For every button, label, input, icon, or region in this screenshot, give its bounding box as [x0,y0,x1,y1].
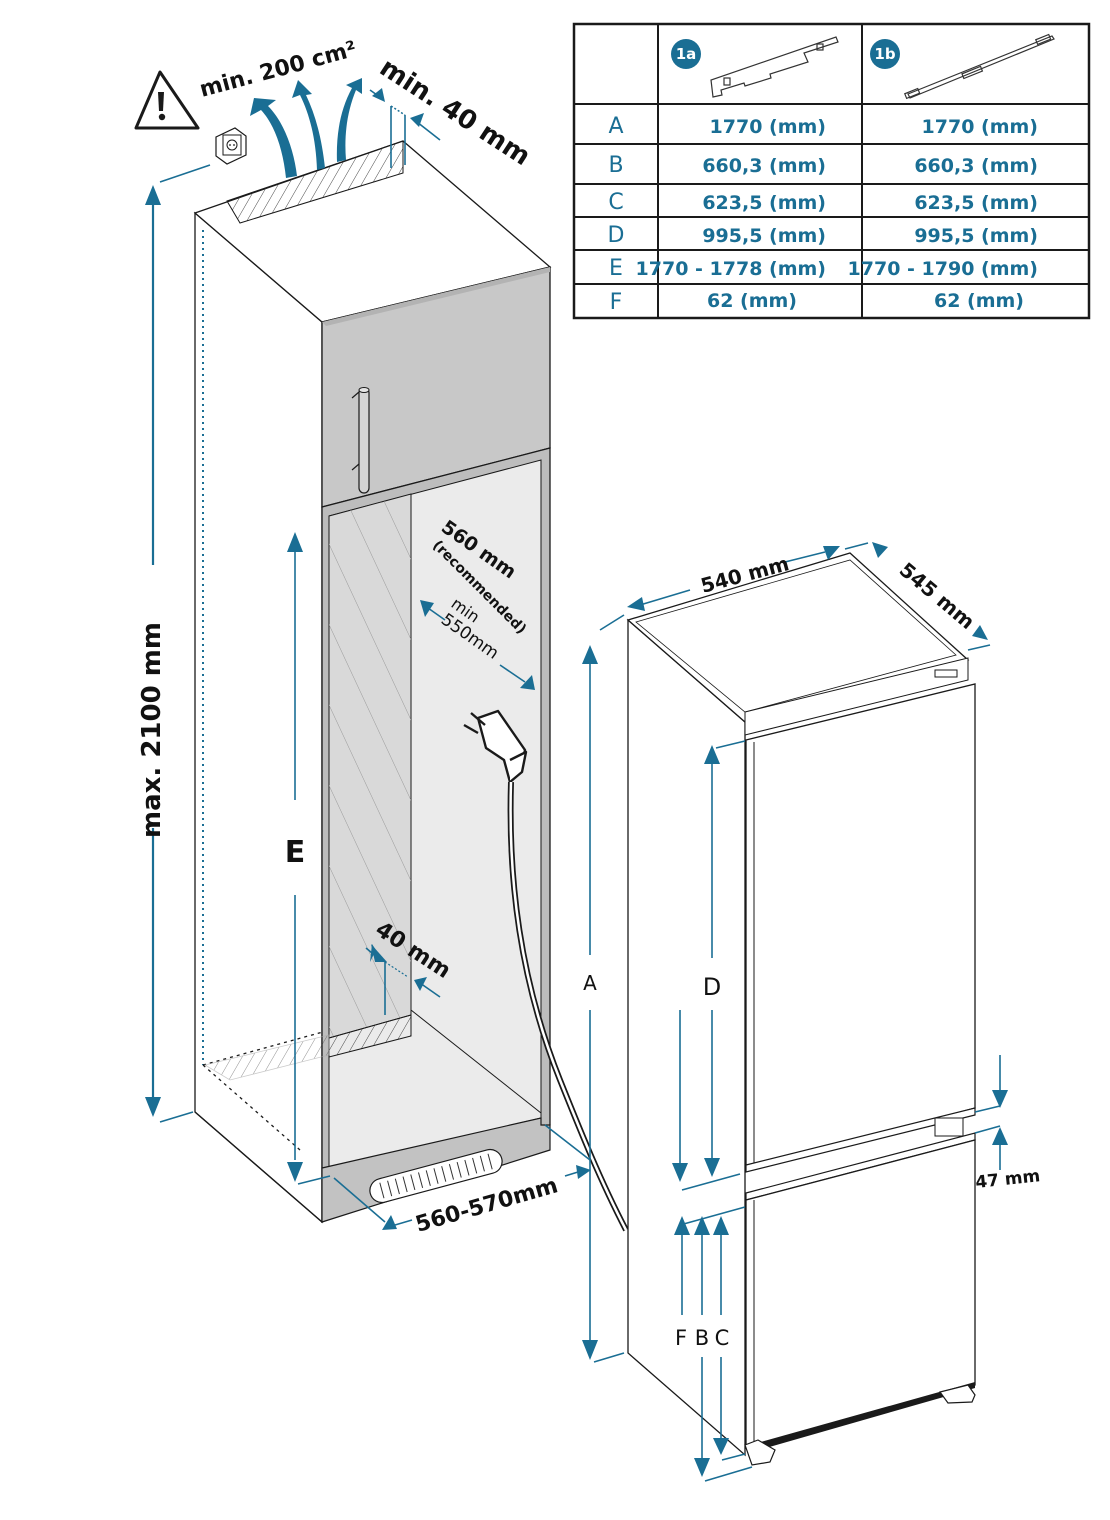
appliance-width-dimension [599,546,840,631]
table-row-c: C 623,5 (mm) 623,5 (mm) [608,190,1038,215]
row-value-1a: 62 (mm) [707,290,797,312]
top-gap-dimension [369,88,441,168]
max-height-dimension [145,164,211,1123]
door-rail-1b-icon [903,33,1055,100]
badge-1a [671,39,701,69]
row-value-1a: 1770 - 1778 (mm) [636,258,826,280]
back-gap-dimension [365,944,441,1015]
row-value-1a: 995,5 (mm) [702,225,826,247]
a-dimension [582,645,625,1363]
row-value-1a: 660,3 (mm) [702,155,826,177]
bottom-vent-outside [203,1034,330,1081]
row-key: B [608,153,623,178]
row-key: F [610,290,623,315]
warning-icon [134,70,200,130]
front-foot [744,1439,776,1466]
row-value-1b: 660,3 (mm) [914,155,1038,177]
row-key: A [608,114,623,139]
hinge-icon [934,669,958,678]
fridge-upper-door [745,683,976,1171]
fridge-top-rim [635,559,957,713]
e-label: E [285,835,306,870]
fbc-dimensions [674,1206,753,1482]
depth-dimension [420,600,535,690]
table-row-d: D 995,5 (mm) 995,5 (mm) [608,223,1038,248]
top-vent-slot [226,140,404,224]
cabinet-bottom-edge [194,1111,323,1223]
badge-1b [870,39,900,69]
row-value-1b: 62 (mm) [934,290,1024,312]
table-row-b: B 660,3 (mm) 660,3 (mm) [608,153,1038,178]
plinth-grill-slats [375,1152,497,1200]
row-value-1b: 623,5 (mm) [914,192,1038,214]
a-label: A [583,971,597,995]
mid-hinge-rail [745,1107,976,1173]
f-label: F [675,1326,687,1350]
door-edge [322,267,550,326]
table-header-1b: 1b [870,33,1055,100]
b-label: B [695,1326,709,1350]
c-label: C [715,1326,730,1350]
badge-1a-label: 1a [676,45,697,63]
d-label: D [703,973,721,1001]
row-key: D [608,223,625,248]
floor-dashed-line [202,1064,301,1151]
e-dimension [287,532,331,1185]
table-row-f: F 62 (mm) 62 (mm) [610,290,1024,315]
gap-dimension [974,1055,1008,1170]
row-key: E [609,256,623,281]
badge-1b-label: 1b [874,45,895,63]
max-height-label: max. 2100 mm [137,622,167,838]
top-hinge-strip [744,657,969,736]
table-border [572,22,1091,320]
row-value-1b: 1770 - 1790 (mm) [848,258,1038,280]
mid-hinge-icon [934,1117,964,1137]
row-value-1b: 1770 (mm) [922,116,1038,138]
appliance-depth-dimension [844,542,991,651]
rear-foot [938,1384,976,1404]
spec-table: 1a 1b A 1770 (mm) 1770 (mm) B [572,22,1091,320]
niche-width-dimension [333,1124,591,1230]
power-cord-inner [509,781,628,1231]
table-header-1a: 1a [671,36,839,98]
bottom-trim [750,1382,975,1452]
airflow-arrows-icon [250,78,362,178]
ventilation-area-label: min. 200 cm² [197,37,359,103]
row-value-1a: 1770 (mm) [710,116,826,138]
niche-floor-line [410,1009,542,1114]
niche-wall-hatch [329,494,411,1038]
fridge-appliance [626,552,976,1466]
kitchen-cabinet [193,127,629,1232]
door-handle-icon [351,387,370,494]
d-dimension [672,740,746,1191]
gap-label: 47 mm [974,1166,1041,1193]
power-plug-icon [463,709,528,784]
door-bracket-1a-icon [710,36,839,98]
row-key: C [608,190,623,215]
row-value-1b: 995,5 (mm) [914,225,1038,247]
floor-dashed-line [202,1029,331,1066]
table-row-a: A 1770 (mm) 1770 (mm) [608,114,1038,139]
power-socket-icon [215,127,247,165]
row-value-1a: 623,5 (mm) [702,192,826,214]
table-row-e: E 1770 - 1778 (mm) 1770 - 1790 (mm) [609,256,1038,281]
